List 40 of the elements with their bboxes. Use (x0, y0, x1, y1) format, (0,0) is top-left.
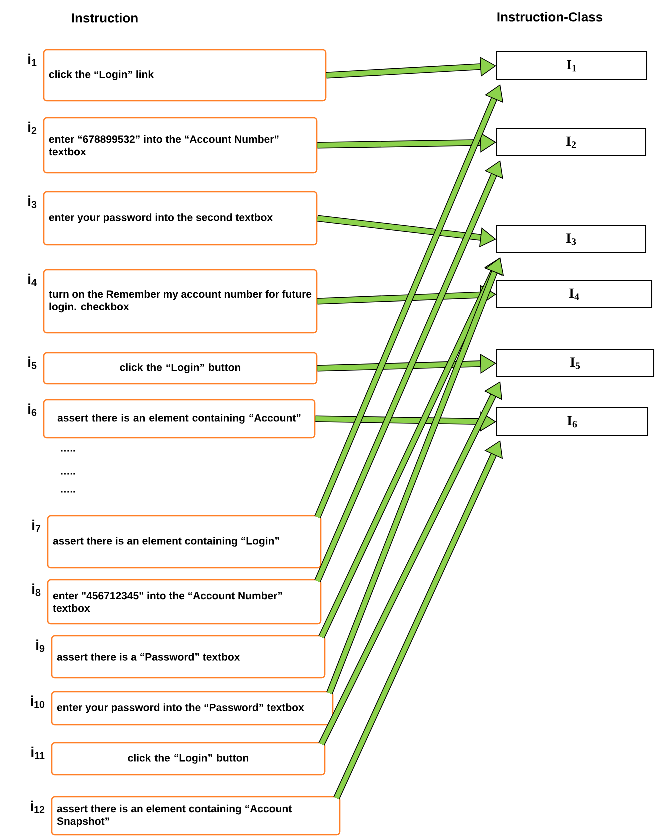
instruction-box: turn on the Remember my account number for future login. checkbox (43, 269, 318, 334)
column-heading: Instruction-Class (498, 12, 603, 22)
instruction-box: enter “678899532” into the “Account Number” textbox (43, 117, 318, 174)
step-label: i$_{5}$ (28, 356, 37, 370)
instruction-box: enter your password into the second textbox (43, 191, 318, 246)
step-label: i$_{11}$ (32, 746, 45, 760)
step-label: i$_{8}$ (32, 584, 41, 596)
class-box: I$_{2}$ (496, 128, 646, 156)
instruction-box: click the “Login” link (43, 49, 327, 102)
column-heading: Instruction (72, 13, 138, 23)
instruction-box: assert there is a “Password” textbox (51, 635, 326, 679)
step-label: i$_{7}$ (32, 520, 41, 532)
instruction-box: assert there is an element containing “Login” (47, 515, 322, 569)
step-label: i$_{10}$ (31, 696, 45, 708)
ellipsis: ….. (61, 473, 76, 475)
step-label: i$_{2}$ (28, 122, 37, 134)
class-box: I$_{4}$ (496, 280, 652, 308)
arrow (318, 382, 502, 746)
ellipsis: ….. (61, 491, 76, 493)
instruction-box: enter "456712345" into the “Account Number” textbox (47, 579, 322, 625)
arrow (318, 258, 503, 639)
class-box: I$_{3}$ (496, 226, 646, 254)
instruction-box: enter your password into the “Password” textbox (51, 691, 334, 726)
step-label: i$_{12}$ (31, 800, 45, 814)
step-label: i$_{6}$ (28, 404, 37, 416)
instruction-box: click the “Login” button (43, 352, 318, 385)
ellipsis: ….. (61, 450, 76, 452)
step-label: i$_{1}$ (28, 54, 37, 66)
class-box: I$_{6}$ (496, 408, 648, 436)
class-box: I$_{1}$ (496, 52, 648, 80)
instruction-box: assert there is an element containing “Account Snapshot” (51, 796, 341, 836)
step-label: i$_{9}$ (36, 640, 45, 652)
step-label: i$_{4}$ (28, 274, 37, 286)
arrow (326, 56, 496, 79)
arrow (318, 132, 496, 153)
instruction-box: click the “Login” button (51, 742, 326, 776)
arrow (314, 160, 504, 583)
class-box: I$_{5}$ (496, 350, 654, 378)
instruction-box: assert there is an element containing “Account” (43, 399, 316, 439)
step-label: i$_{3}$ (28, 196, 37, 208)
